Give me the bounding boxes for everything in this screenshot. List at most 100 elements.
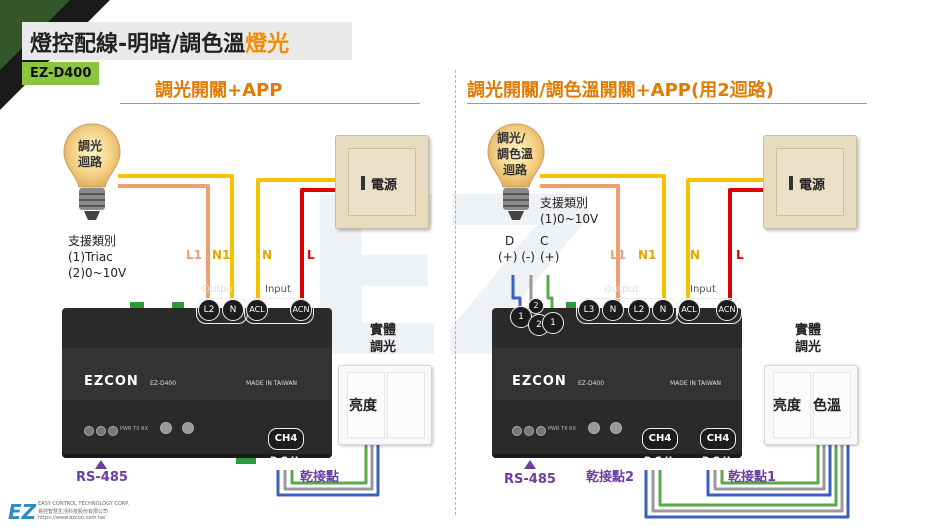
left-device-model: EZ-D400 [150,380,177,387]
right-dgu-label-b: DGU [702,456,734,466]
right-terminal-n-2: N [652,299,674,321]
left-knob-1 [84,426,94,436]
page-title: 燈控配線-明暗/調色溫燈光 [30,32,290,57]
left-top-green-connector-2 [172,302,184,308]
right-n-wire [686,178,766,308]
left-ch4-connector: CH4 [268,428,304,450]
right-rotary-1 [588,422,600,434]
right-bulb-label-3: 迴路 [503,163,528,177]
right-output-group [576,298,678,324]
right-l-wire [728,188,766,308]
page-title-highlight: 燈光 [245,32,290,57]
right-dry1-wire-green [720,440,820,485]
left-knob-2 [96,426,106,436]
right-terminal-l2: L2 [628,299,650,321]
light-bulb-icon [487,123,545,220]
right-ch4-connector-b: CH4 [700,428,736,450]
model-tag: EZ-D400 [22,62,100,85]
right-input-label: Input [690,284,716,295]
right-switch-key-right[interactable] [813,372,851,438]
triangle-up-icon [95,460,107,469]
left-wire-label-n1: N1 [212,248,231,262]
ez-logo-icon: EZ [8,500,37,524]
left-knob-3 [108,426,118,436]
right-power-panel: 電源 [763,135,857,229]
left-support-0-10v: (2)0~10V [68,266,127,280]
left-dry-wire-blue [276,440,380,497]
left-bulb-label-1: 調光 [78,139,103,153]
left-bulb-label-2: 迴路 [78,155,103,169]
right-ch4-connector-a: CH4 [642,428,678,450]
right-power-panel-inner [776,148,844,216]
left-device-brand: EZCON [84,374,139,389]
right-input-group [676,298,742,324]
right-dry-contact-1-label: 乾接點1 [728,470,777,485]
left-power-label: 電源 [371,178,398,193]
right-switch-title-1: 實體 [795,323,822,338]
section-divider [455,70,456,515]
left-dimmer-switch[interactable]: 亮度 [338,365,432,445]
left-switch-title-1: 實體 [370,323,397,338]
left-terminal-acl: ACL [246,299,268,321]
right-knob-2 [524,426,534,436]
right-low-terminal-1: 1 [510,306,532,328]
left-output-label: Output [202,284,237,295]
right-dimmer-switch[interactable]: 亮度 色溫 [764,365,858,445]
left-section-underline [120,103,420,104]
footer-company-en: EASY CONTROL TECHNOLOGY CORP. [38,501,130,507]
left-l1-wire [118,184,210,308]
right-terminal-acl: ACL [678,299,700,321]
right-dry2-wire-green [658,440,838,507]
right-low-terminal-3: 2 [528,298,544,314]
right-dry2-wire-blue [644,440,850,519]
left-input-label: Input [265,284,291,295]
right-dc-label-d: D [505,234,515,248]
left-terminal-n: N [222,299,244,321]
left-support-triac: (1)Triac [68,250,113,264]
right-bulb-label-2: 調色溫 [497,147,534,161]
right-dry1-wire-gray [713,440,826,491]
left-top-green-connector [130,302,144,308]
left-rotary-1 [160,422,172,434]
left-dgu-label: DGU [270,456,302,466]
left-power-panel-inner [348,148,416,216]
triangle-up-icon [524,460,536,469]
left-support-title: 支援類別 [68,234,117,248]
left-wire-label-l1: L1 [186,248,202,262]
right-switch-key-left[interactable] [773,372,811,438]
right-device-made-in: MADE IN TAIWAN [670,380,722,387]
title-bar [22,22,352,60]
left-rs485-label: RS-485 [76,470,128,485]
left-switch-key-label: 亮度 [349,398,377,414]
right-dgu-label-a: DGU [644,456,676,466]
right-terminal-acn: ACN [716,299,738,321]
left-wire-label-n: N [262,248,273,262]
right-device-brand: EZCON [512,374,567,389]
right-rs485-label: RS-485 [504,472,556,487]
right-switch-key-brightness: 亮度 [773,398,801,414]
left-device-status-text: PWR TX RX [120,426,148,432]
left-switch-key-right[interactable] [387,372,425,438]
right-wire-label-n: N [690,248,701,262]
right-wire-label-l: L [736,248,744,262]
right-terminal-n-1: N [602,299,624,321]
left-device-made-in: MADE IN TAIWAN [246,380,298,387]
left-wire-label-l: L [307,248,315,262]
right-d-plus-wire [511,275,522,308]
right-bulb-label-1: 調光/ [497,131,526,145]
left-device-band [62,348,332,400]
right-switch-title-2: 調光 [795,340,822,355]
right-device-model: EZ-D400 [578,380,605,387]
left-section-title: 調光開關+APP [155,80,283,101]
right-device-band [492,348,742,400]
left-bottom-green-connector [236,458,256,464]
left-l-wire [300,188,338,308]
right-l1-wire [540,184,620,308]
left-switch-key-left[interactable] [347,372,385,438]
right-terminal-l3: L3 [578,299,600,321]
left-terminal-l2: L2 [198,299,220,321]
right-dry-contact-2-label: 乾接點2 [586,470,635,485]
right-top-green-connector [566,302,576,308]
left-input-group [244,298,314,324]
